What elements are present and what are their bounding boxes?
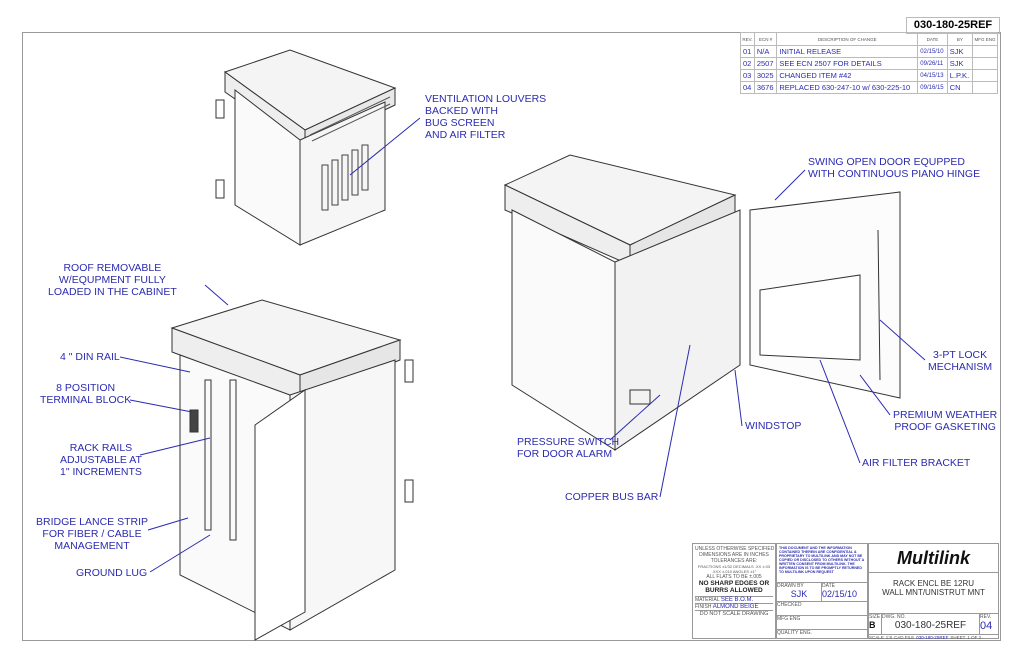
- no-scale-note: DO NOT SCALE DRAWING: [695, 610, 773, 617]
- date-label: DATE: [822, 583, 835, 589]
- callout-roof: ROOF REMOVABLE W/EQUPMENT FULLY LOADED I…: [48, 262, 177, 298]
- callout-gasketing: PREMIUM WEATHER PROOF GASKETING: [893, 409, 998, 433]
- drawing-title: RACK ENCL BE 12RU WALL MNT/UNISTRUT MNT: [869, 573, 998, 614]
- confidential-note: THIS DOCUMENT AND THE INFORMATION CONTAI…: [779, 546, 865, 574]
- callout-terminal-block: 8 POSITION TERMINAL BLOCK: [40, 382, 132, 406]
- size-label: SIZE: [869, 614, 881, 620]
- callout-bridge-lance: BRIDGE LANCE STRIP FOR FIBER / CABLE MAN…: [36, 516, 149, 552]
- drawn-by-label: DRAWN BY: [777, 583, 804, 589]
- finish-label: FINISH: [695, 604, 712, 610]
- cell: CN: [946, 81, 974, 94]
- callout-rack-rails: RACK RAILS ADJUSTABLE AT 1" INCREMENTS: [60, 442, 142, 478]
- size-value: B: [869, 620, 876, 630]
- dwg-no-label: DWG. NO.: [882, 614, 906, 620]
- callout-air-filter-bracket: AIR FILTER BRACKET: [862, 457, 971, 469]
- cell: [972, 81, 998, 94]
- callout-ground-lug: GROUND LUG: [76, 567, 148, 579]
- mfg-eng-label: MFG ENG: [777, 615, 867, 629]
- flats-note: ALL FLATS TO BE ±.005: [706, 574, 762, 580]
- cad-file-label: CAD FILE: [894, 635, 915, 640]
- callout-ventilation: VENTILATION LOUVERS BACKED WITH BUG SCRE…: [425, 93, 547, 141]
- cad-file-value: 030-180-25REF: [916, 635, 949, 640]
- callout-copper-bus-bar: COPPER BUS BAR: [565, 491, 659, 503]
- open-cabinet-left-view: [170, 299, 414, 641]
- callout-lock: 3-PT LOCK MECHANISM: [928, 349, 993, 373]
- rev-label: REV.: [980, 614, 992, 620]
- checked-label: CHECKED: [777, 601, 867, 615]
- quality-label: QUALITY ENG.: [777, 629, 867, 636]
- drawn-by-value: SJK: [790, 589, 808, 599]
- sheet-value: 1 OF 2: [967, 635, 982, 640]
- tolerance-note: UNLESS OTHERWISE SPECIFIED DIMENSIONS AR…: [695, 546, 775, 564]
- scale-label: SCALE: [869, 635, 884, 640]
- leader-lines: [119, 117, 926, 573]
- tolerance-values: FRACTIONS ±1/32 DECIMALS .XX ±.03 .XXX ±…: [697, 564, 771, 574]
- callout-windstop: WINDSTOP: [745, 420, 802, 432]
- callout-swing-door: SWING OPEN DOOR EQUPPED WITH CONTINUOUS …: [808, 156, 981, 180]
- material-label: MATERIAL: [695, 597, 720, 603]
- cell: 09/16/15: [917, 81, 948, 94]
- company-logo: Multilink: [869, 544, 998, 573]
- drawing-border: [22, 32, 1001, 641]
- dwg-no-value: 030-180-25REF: [894, 620, 967, 631]
- edges-note: NO SHARP EDGES OR BURRS ALLOWED: [698, 580, 770, 594]
- callout-din-rail: 4 " DIN RAIL: [60, 351, 120, 363]
- open-cabinet-right-view: [503, 154, 901, 451]
- rev-value: 04: [980, 620, 993, 632]
- date-value: 02/15/10: [822, 589, 858, 599]
- small-cabinet-view: [215, 49, 397, 246]
- material-value: SEE B.O.M.: [720, 597, 754, 603]
- callout-pressure-switch: PRESSURE SWITCH FOR DOOR ALARM: [517, 436, 620, 460]
- col-by: BY: [946, 32, 974, 46]
- scale-value: 1:8: [885, 635, 893, 640]
- cell: 3676: [753, 81, 778, 94]
- sheet-label: SHEET: [950, 635, 966, 640]
- finish-value: ALMOND BEIGE: [712, 604, 759, 610]
